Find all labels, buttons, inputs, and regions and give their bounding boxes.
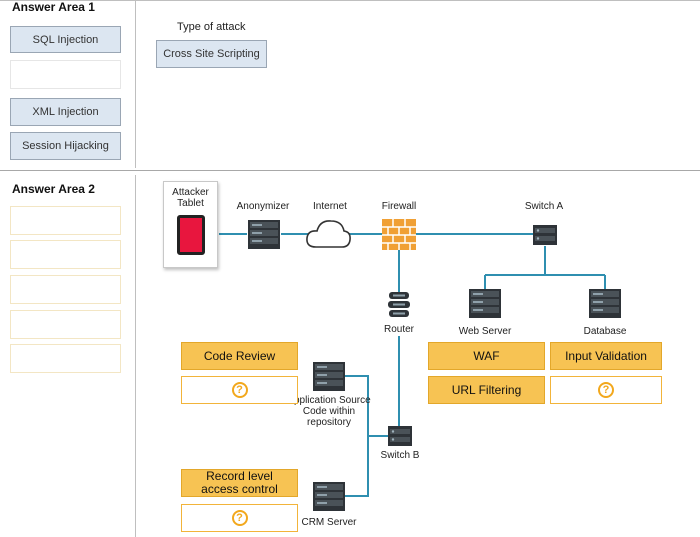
internet-cloud-icon	[306, 220, 351, 248]
top-border	[0, 0, 700, 1]
database-label: Database	[583, 326, 627, 337]
question-circle-icon: ?	[598, 382, 614, 398]
firewall-label: Firewall	[381, 201, 417, 212]
anonymizer-server-icon	[248, 220, 280, 249]
router-label: Router	[383, 324, 414, 335]
app-source-label: Application Source Code within repositor…	[287, 395, 371, 428]
router-icon	[388, 292, 410, 317]
answer-area-2-title: Answer Area 2	[12, 182, 95, 196]
option-xml-injection[interactable]: XML Injection	[10, 98, 121, 126]
input-validation-box[interactable]: Input Validation	[550, 342, 662, 370]
area1-divider	[135, 0, 136, 168]
record-level-access-box[interactable]: Record level access control	[181, 469, 298, 497]
answer-slot-2[interactable]	[10, 240, 121, 269]
type-of-attack-label: Type of attack	[177, 21, 246, 33]
network-links	[219, 233, 606, 497]
answer-slot-5[interactable]	[10, 344, 121, 373]
switch-a-label: Switch A	[524, 201, 564, 212]
input-validation-answer-slot[interactable]: ?	[550, 376, 662, 404]
switch-b-label: Switch B	[380, 450, 420, 461]
answer-area-1-title: Answer Area 1	[12, 0, 95, 14]
attacker-tablet-card: Attacker Tablet	[163, 181, 218, 268]
switch-b-icon	[388, 426, 412, 446]
attacker-tablet-label: Attacker Tablet	[172, 187, 209, 209]
record-level-answer-slot[interactable]: ?	[181, 504, 298, 532]
url-filtering-box[interactable]: URL Filtering	[428, 376, 545, 404]
code-review-answer-slot[interactable]: ?	[181, 376, 298, 404]
code-review-box[interactable]: Code Review	[181, 342, 298, 370]
web-server-icon	[469, 289, 501, 318]
answer-slot-1[interactable]	[10, 206, 121, 235]
firewall-brick-icon	[382, 219, 416, 250]
crm-server-icon	[313, 482, 345, 511]
tablet-icon	[177, 215, 205, 255]
question-circle-icon: ?	[231, 382, 248, 398]
answer-slot-4[interactable]	[10, 310, 121, 339]
database-server-icon	[589, 289, 621, 318]
option-sql-injection[interactable]: SQL Injection	[10, 26, 121, 53]
waf-box[interactable]: WAF	[428, 342, 545, 370]
crm-server-label: CRM Server	[301, 517, 357, 528]
option-empty-slot[interactable]	[10, 60, 121, 89]
option-session-hijacking[interactable]: Session Hijacking	[10, 132, 121, 160]
internet-label: Internet	[313, 201, 347, 212]
area-separator	[0, 170, 700, 171]
question-circle-icon: ?	[231, 510, 248, 526]
answer-slot-3[interactable]	[10, 275, 121, 304]
switch-a-icon	[533, 225, 557, 245]
area2-divider	[135, 175, 136, 537]
web-server-label: Web Server	[458, 326, 512, 337]
app-source-server-icon	[313, 362, 345, 391]
type-of-attack-value[interactable]: Cross Site Scripting	[156, 40, 267, 68]
anonymizer-label: Anonymizer	[236, 201, 290, 212]
